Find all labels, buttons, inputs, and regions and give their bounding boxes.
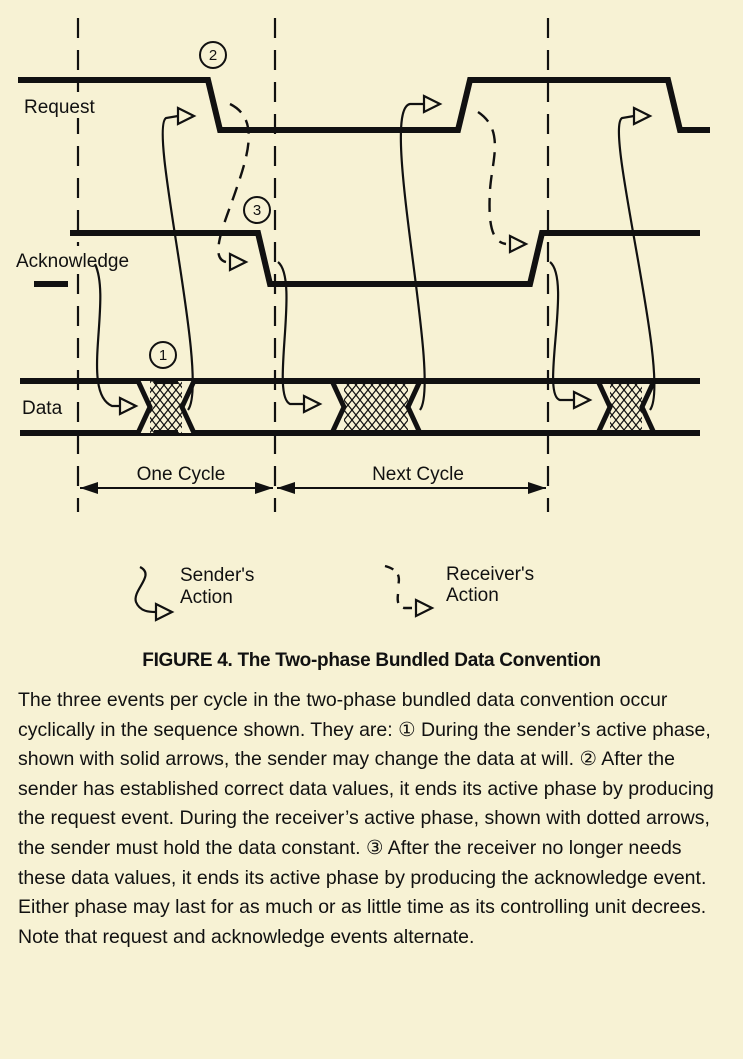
data-transitions xyxy=(135,379,657,435)
receiver-legend-label-1: Receiver's xyxy=(446,564,534,585)
sender-arrowheads xyxy=(118,94,653,416)
receiver-arrow-request-to-ack-1 xyxy=(217,102,250,264)
acknowledge-waveform xyxy=(70,230,700,287)
figure-caption: The three events per cycle in the two-ph… xyxy=(18,689,714,948)
data-change-window-2 xyxy=(344,381,408,433)
sender-arrow-data-to-request-2 xyxy=(399,102,426,411)
sender-action-arrows xyxy=(94,102,656,411)
sender-legend-label-2: Action xyxy=(180,587,233,608)
receiver-action-arrows xyxy=(217,102,507,264)
data-label: Data xyxy=(22,398,63,419)
sender-arrow-ack-to-data-3 xyxy=(549,261,574,402)
sender-arrow-ack-to-data-2 xyxy=(277,261,304,406)
svg-text:3: 3 xyxy=(253,202,261,219)
figure-title: FIGURE 4. The Two-phase Bundled Data Con… xyxy=(142,650,601,671)
receiver-legend-label-2: Action xyxy=(446,585,499,606)
event-marker-1: 1 xyxy=(149,341,177,369)
acknowledge-label: Acknowledge xyxy=(16,251,129,272)
sender-legend-label-1: Sender's xyxy=(180,565,254,586)
timing-diagram: Request Acknowledge Data 2 3 1 xyxy=(14,18,710,622)
legend: Sender's Action Receiver's Action xyxy=(134,564,534,622)
svg-text:1: 1 xyxy=(159,347,167,364)
next-cycle-label: Next Cycle xyxy=(372,464,464,485)
data-change-window-3 xyxy=(610,381,642,433)
receiver-legend-arrow xyxy=(384,564,412,610)
event-marker-2: 2 xyxy=(199,41,227,69)
sender-legend-arrow xyxy=(134,566,157,614)
request-label: Request xyxy=(24,97,95,118)
svg-text:2: 2 xyxy=(209,47,217,64)
event-marker-3: 3 xyxy=(243,196,271,224)
sender-action-legend: Sender's Action xyxy=(134,565,254,622)
sender-arrow-data-to-request-3 xyxy=(617,114,656,411)
dimension-arrowheads xyxy=(80,482,546,494)
receiver-arrow-request-to-ack-2 xyxy=(477,111,507,246)
request-waveform xyxy=(18,77,710,133)
receiver-action-legend: Receiver's Action xyxy=(384,564,534,618)
sender-arrow-ack-to-data-1 xyxy=(94,263,120,408)
receiver-arrowheads xyxy=(228,234,529,272)
sender-arrow-data-to-request-1 xyxy=(161,114,194,411)
one-cycle-label: One Cycle xyxy=(137,464,226,485)
